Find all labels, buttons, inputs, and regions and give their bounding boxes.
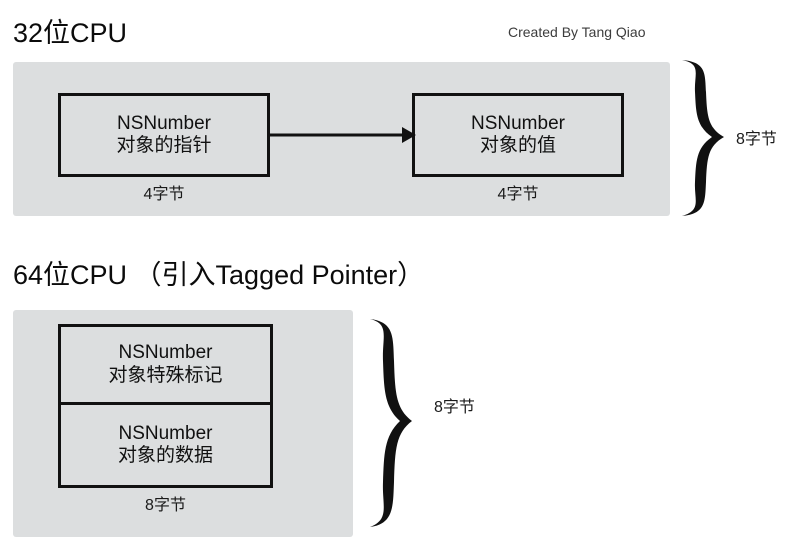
arrow-right-icon <box>268 127 416 143</box>
brace-label-64bit: 8字节 <box>434 399 475 416</box>
value-box: NSNumber 对象的值 <box>412 93 624 177</box>
pointer-to-value-arrow <box>268 125 416 145</box>
pointer-box-line-1: NSNumber <box>117 112 211 134</box>
curly-brace-icon <box>370 319 412 527</box>
tag-box: NSNumber 对象特殊标记 <box>58 324 273 405</box>
section-title-32bit: 32位CPU <box>13 18 128 48</box>
value-box-size-caption: 4字节 <box>497 186 539 203</box>
pointer-box-line-2: 对象的指针 <box>116 135 212 156</box>
tagged-pointer-stack-size-caption: 8字节 <box>145 497 186 514</box>
tag-box-line-2: 对象特殊标记 <box>108 364 223 386</box>
pointer-box-size-caption: 4字节 <box>143 186 185 203</box>
pointer-box: NSNumber 对象的指针 <box>58 93 270 177</box>
curly-brace-icon <box>682 60 724 216</box>
brace-label-32bit: 8字节 <box>736 131 777 148</box>
brace-32bit <box>672 58 730 220</box>
brace-64bit <box>360 316 418 532</box>
section-title-64bit: 64位CPU （引入Tagged Pointer） <box>13 260 425 290</box>
tag-box-line-1: NSNumber <box>118 342 213 364</box>
data-box-line-2: 对象的数据 <box>117 445 213 466</box>
value-box-line-1: NSNumber <box>471 112 565 134</box>
credit-text: Created By Tang Qiao <box>508 24 646 40</box>
value-box-line-2: 对象的值 <box>479 135 556 156</box>
data-box-line-1: NSNumber <box>118 422 213 444</box>
data-box: NSNumber 对象的数据 <box>58 405 273 488</box>
